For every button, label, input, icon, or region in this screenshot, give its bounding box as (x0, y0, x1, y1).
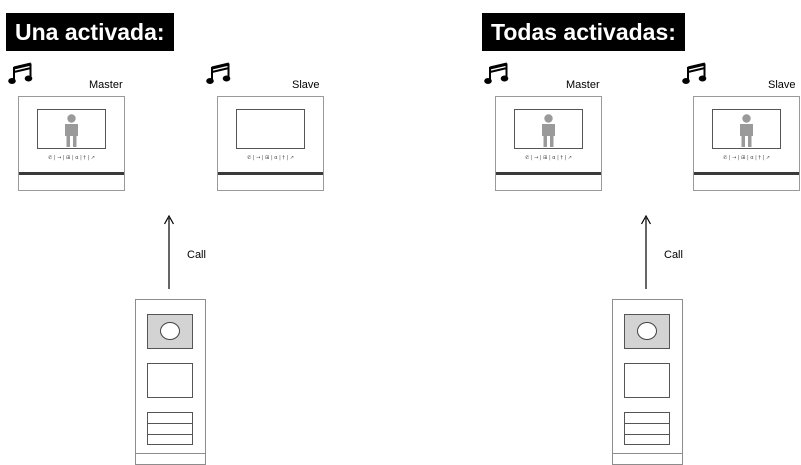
monitor-screen (37, 109, 106, 149)
push-button-module (624, 412, 670, 445)
monitor-control-icons: ✆ | → | ⊞ | α | † | ↗ (48, 155, 95, 161)
push-button-module (147, 412, 193, 445)
person-silhouette-icon (738, 114, 755, 147)
monitor-screen (236, 109, 305, 149)
music-note-icon (682, 62, 708, 86)
slave-label: Slave (292, 79, 320, 91)
info-module (147, 363, 193, 398)
master-monitor: ✆ | → | ⊞ | α | † | ↗ (495, 96, 602, 191)
info-module (624, 363, 670, 398)
call-key (625, 435, 669, 446)
master-label: Master (566, 79, 600, 91)
call-key (148, 435, 192, 446)
panel-base-line (135, 453, 206, 454)
camera-module (624, 314, 670, 349)
monitor-control-icons: ✆ | → | ⊞ | α | † | ↗ (723, 155, 770, 161)
person-silhouette-icon (540, 114, 557, 147)
music-note-icon (8, 62, 34, 86)
monitor-screen (712, 109, 781, 149)
arrow-up-icon (640, 215, 652, 289)
monitor-base-bar (218, 172, 323, 175)
monitor-control-icons: ✆ | → | ⊞ | α | † | ↗ (525, 155, 572, 161)
call-label: Call (187, 249, 206, 261)
master-label: Master (89, 79, 123, 91)
panel-base-line (612, 453, 683, 454)
monitor-control-icons: ✆ | → | ⊞ | α | † | ↗ (247, 155, 294, 161)
call-key (148, 424, 192, 435)
door-entry-panel (612, 299, 683, 465)
door-entry-panel (135, 299, 206, 465)
scene-title-all-active: Todas activadas: (482, 13, 685, 51)
music-note-icon (484, 62, 510, 86)
call-key (625, 424, 669, 435)
master-monitor: ✆ | → | ⊞ | α | † | ↗ (18, 96, 125, 191)
scene-title-one-active: Una activada: (6, 13, 174, 51)
slave-monitor: ✆ | → | ⊞ | α | † | ↗ (217, 96, 324, 191)
slave-label: Slave (768, 79, 796, 91)
monitor-screen (514, 109, 583, 149)
person-silhouette-icon (63, 114, 80, 147)
camera-module (147, 314, 193, 349)
arrow-up-icon (163, 215, 175, 289)
call-key (625, 413, 669, 424)
slave-monitor: ✆ | → | ⊞ | α | † | ↗ (693, 96, 800, 191)
call-label: Call (664, 249, 683, 261)
call-key (148, 413, 192, 424)
music-note-icon (206, 62, 232, 86)
monitor-base-bar (496, 172, 601, 175)
monitor-base-bar (694, 172, 799, 175)
camera-lens-icon (160, 322, 180, 340)
camera-lens-icon (637, 322, 657, 340)
monitor-base-bar (19, 172, 124, 175)
